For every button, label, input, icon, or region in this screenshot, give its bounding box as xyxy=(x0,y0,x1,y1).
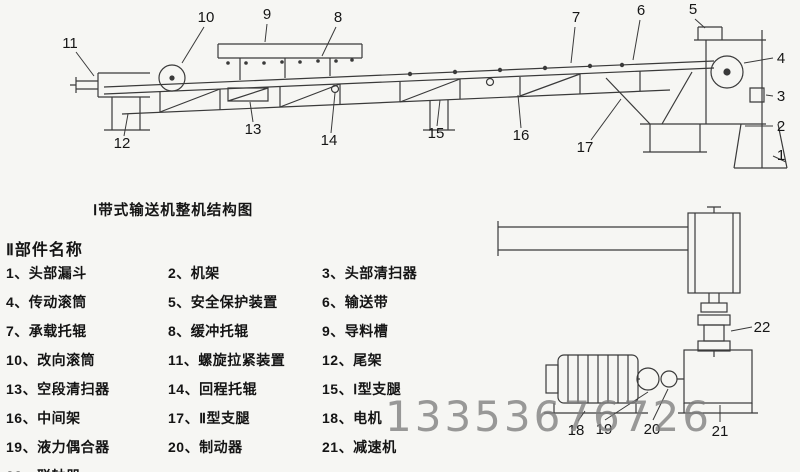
part-item-20: 20、制动器 xyxy=(168,439,243,455)
chute-box xyxy=(217,43,363,59)
section-cleaner xyxy=(227,87,269,102)
callout-22: 22 xyxy=(754,319,771,336)
drive-callout-labels: 18 19 20 21 22 xyxy=(568,319,771,440)
diagram-title: Ⅰ带式输送机整机结构图 xyxy=(93,203,254,219)
motor-fan-cover xyxy=(545,364,559,394)
head-hopper xyxy=(733,123,788,169)
tail-assembly xyxy=(70,64,186,131)
part-item-5: 5、安全保护装置 xyxy=(168,294,278,310)
tail-frame xyxy=(97,72,150,98)
screw-takeup xyxy=(70,77,98,93)
drive-pulley-hub xyxy=(723,68,731,76)
coupling-top xyxy=(697,314,731,326)
conveyor-structure-diagram: 11 10 9 8 7 6 5 4 3 2 1 12 13 14 15 16 1… xyxy=(62,1,788,169)
part-item-12: 12、尾架 xyxy=(322,352,383,368)
part-item-3: 3、头部清扫器 xyxy=(322,265,418,281)
drive-pulley xyxy=(710,55,744,89)
tail-pulley xyxy=(158,64,186,92)
callout-15: 15 xyxy=(428,125,445,142)
part-item-21: 21、减速机 xyxy=(322,439,397,455)
belt-bottom-line xyxy=(103,67,715,95)
fluid-coupling xyxy=(636,367,660,391)
frame-posts xyxy=(159,71,641,112)
callout-2: 2 xyxy=(777,118,785,135)
callout-17: 17 xyxy=(577,139,594,156)
callout-1: 1 xyxy=(777,147,785,164)
head-assembly xyxy=(605,26,788,169)
part-item-7: 7、承载托辊 xyxy=(6,323,87,339)
callout-10: 10 xyxy=(198,9,215,26)
callout-5: 5 xyxy=(689,1,697,18)
frame-diagonals xyxy=(159,73,581,113)
callout-14: 14 xyxy=(321,132,338,149)
callout-12: 12 xyxy=(114,135,131,152)
callout-19: 19 xyxy=(596,421,613,438)
frame-bottom-chord xyxy=(121,89,671,115)
drive-unit xyxy=(497,206,758,414)
callout-13: 13 xyxy=(245,121,262,138)
safety-device xyxy=(697,26,723,40)
part-item-6: 6、输送带 xyxy=(322,294,389,310)
coupling-middle xyxy=(703,324,725,342)
carrying-idlers xyxy=(407,62,625,77)
pulley-shell-lines xyxy=(694,206,734,293)
callout-7: 7 xyxy=(572,9,580,26)
head-frame xyxy=(640,30,766,168)
drive-pulley-plan xyxy=(687,212,741,294)
callout-21: 21 xyxy=(712,423,729,440)
return-idler xyxy=(330,84,340,94)
chute-feet xyxy=(239,58,331,80)
callout-3: 3 xyxy=(777,88,785,105)
callout-6: 6 xyxy=(637,2,645,19)
reducer-body xyxy=(683,349,753,404)
reducer-base xyxy=(678,403,758,414)
callout-8: 8 xyxy=(334,9,342,26)
part-item-16: 16、中间架 xyxy=(6,410,81,426)
type2-legs xyxy=(605,71,707,153)
loading-chute xyxy=(217,43,363,80)
part-item-22: 22、联轴器 xyxy=(6,466,168,472)
callout-11: 11 xyxy=(62,35,78,52)
part-item-2: 2、机架 xyxy=(168,265,220,281)
return-idler xyxy=(485,77,495,87)
motor-base xyxy=(544,403,648,414)
tail-legs xyxy=(104,97,150,131)
callout-labels: 11 10 9 8 7 6 5 4 3 2 1 12 13 14 15 16 1… xyxy=(62,1,785,164)
pulley-shaft xyxy=(708,293,720,303)
motor-fins xyxy=(567,355,629,403)
chute-bolts xyxy=(226,58,354,65)
part-item-14: 14、回程托辊 xyxy=(168,381,258,397)
frame-beam xyxy=(497,221,688,256)
leader-lines-drive xyxy=(577,326,753,422)
head-cleaner xyxy=(749,87,765,103)
phone-watermark: 13353676726 xyxy=(385,392,712,441)
drive-unit-diagram: 18 19 20 21 22 xyxy=(497,206,771,440)
part-item-18: 18、电机 xyxy=(322,410,383,426)
part-item-13: 13、空段清扫器 xyxy=(6,381,110,397)
parts-list: 1、头部漏斗 2、机架 3、头部清扫器 4、传动滚筒 5、安全保护装置 6、输送… xyxy=(6,263,498,472)
part-item-17: 17、Ⅱ型支腿 xyxy=(168,410,250,426)
callout-4: 4 xyxy=(777,50,785,67)
part-item-11: 11、螺旋拉紧装置 xyxy=(168,352,286,368)
part-item-1: 1、头部漏斗 xyxy=(6,265,87,281)
conveyor-frame xyxy=(103,60,715,115)
brake xyxy=(660,370,678,388)
parts-list-heading: Ⅱ部件名称 xyxy=(6,242,83,259)
part-item-8: 8、缓冲托辊 xyxy=(168,323,249,339)
part-item-4: 4、传动滚筒 xyxy=(6,294,87,310)
shaft-flange xyxy=(700,302,728,313)
callout-9: 9 xyxy=(263,6,271,23)
leader-lines xyxy=(75,18,787,163)
callout-20: 20 xyxy=(644,421,661,438)
under-belt-parts xyxy=(227,77,495,131)
tail-pulley-hub xyxy=(169,75,175,81)
part-item-9: 9、导料槽 xyxy=(322,323,389,339)
type1-leg xyxy=(423,100,455,131)
callout-18: 18 xyxy=(568,422,585,439)
callout-16: 16 xyxy=(513,127,530,144)
part-item-15: 15、Ⅰ型支腿 xyxy=(322,381,402,397)
part-item-19: 19、液力偶合器 xyxy=(6,439,110,455)
part-item-10: 10、改向滚筒 xyxy=(6,352,96,368)
